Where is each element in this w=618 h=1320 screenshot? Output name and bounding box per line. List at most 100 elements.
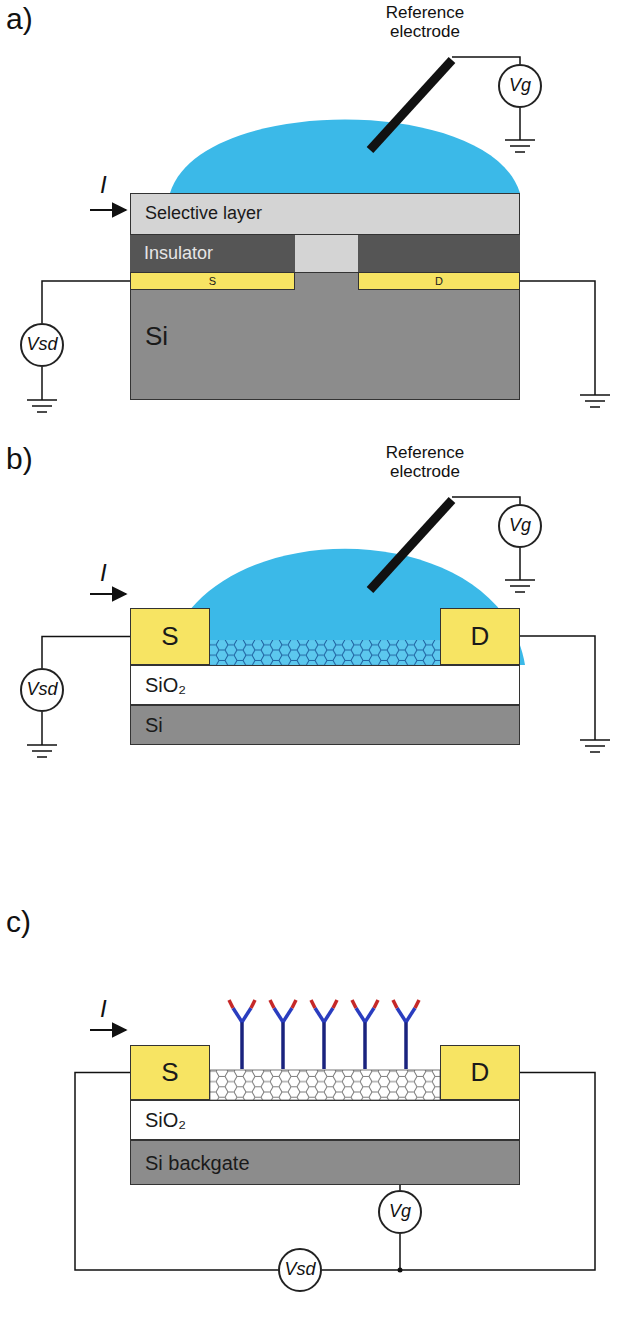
layer-box: SiO₂ — [130, 1100, 520, 1140]
layer-label: S — [161, 1058, 178, 1087]
ground-symbol — [585, 400, 605, 402]
panel-letter: c) — [6, 905, 31, 938]
current-label: I — [100, 172, 124, 198]
antibody — [363, 1022, 367, 1069]
layer-label: S — [161, 622, 178, 651]
ground-symbol — [515, 151, 525, 153]
voltage-label: Vsd — [26, 680, 57, 700]
wire — [520, 636, 595, 740]
voltage-source: Vsd — [278, 1248, 322, 1292]
electrode-label: Reference electrode — [386, 3, 464, 41]
current-label: I — [100, 560, 124, 586]
antibody — [233, 1008, 242, 1022]
reference-electrode — [370, 500, 452, 590]
wire — [519, 548, 521, 580]
ground-symbol — [505, 579, 535, 581]
ground-symbol — [590, 406, 600, 408]
voltage-label: Vg — [509, 76, 531, 96]
ground-symbol — [27, 744, 57, 746]
ground-symbol — [37, 411, 47, 413]
antibody-binding-site — [374, 1000, 378, 1008]
ground-symbol — [580, 739, 610, 741]
electrode-contact: S — [130, 1045, 210, 1100]
current-arrow — [90, 209, 126, 211]
layer-label: SiO₂ — [145, 674, 186, 696]
layer-label: SiO₂ — [145, 1109, 186, 1131]
layer-label: Si — [145, 714, 163, 736]
layer-label: Selective layer — [145, 204, 262, 224]
layer-box: SiO₂ — [130, 665, 520, 705]
antibody — [324, 1008, 333, 1022]
layer-box: Si — [130, 272, 520, 400]
antibody-binding-site — [415, 1000, 419, 1008]
voltage-label: Vg — [509, 516, 531, 536]
antibody-binding-site — [393, 1000, 397, 1008]
ground-symbol — [32, 405, 52, 407]
panel-letter: c) — [6, 905, 66, 938]
current-label: I — [100, 559, 107, 586]
ground-symbol — [580, 394, 610, 396]
ground-symbol — [32, 750, 52, 752]
layer-label: S — [209, 275, 216, 287]
wire — [41, 712, 43, 745]
antibody — [283, 1008, 292, 1022]
electrode-label: Reference electrode — [368, 4, 482, 41]
wire — [452, 57, 520, 64]
antibody — [406, 1008, 415, 1022]
electrode-contact: D — [440, 1045, 520, 1100]
wire — [519, 108, 521, 140]
antibody — [404, 1022, 408, 1069]
antibody-binding-site — [251, 1000, 255, 1008]
antibody — [365, 1008, 374, 1022]
electrolyte-drop — [165, 549, 525, 665]
ground-symbol — [510, 585, 530, 587]
layer-label: D — [471, 1058, 490, 1087]
voltage-source: Vg — [498, 504, 542, 548]
layer-box: Si — [130, 705, 520, 745]
layer-box: Si backgate — [130, 1140, 520, 1185]
antibody-binding-site — [292, 1000, 296, 1008]
antibody-binding-site — [229, 1000, 233, 1008]
electrolyte-drop — [170, 120, 520, 194]
antibody-binding-site — [333, 1000, 337, 1008]
current-label: I — [100, 996, 124, 1022]
ground-symbol — [515, 591, 525, 593]
antibody-binding-site — [270, 1000, 274, 1008]
voltage-label: Vsd — [284, 1260, 315, 1280]
voltage-source: Vg — [378, 1190, 422, 1234]
wire — [452, 497, 520, 504]
panel-letter: a) — [6, 2, 66, 35]
ground-symbol — [27, 399, 57, 401]
antibody — [315, 1008, 324, 1022]
layer-box: Selective layer — [130, 193, 520, 235]
reference-electrode — [370, 60, 452, 150]
panel-letter: b) — [6, 442, 66, 475]
electrode-label: Reference electrode — [368, 444, 482, 481]
circuit-wire — [42, 281, 130, 323]
electrode-label: Reference electrode — [386, 443, 464, 481]
current-arrow — [90, 593, 126, 595]
selective-layer-well — [295, 234, 358, 272]
layer-label: Si — [145, 322, 168, 351]
ground-symbol — [505, 139, 535, 141]
graphene-channel — [210, 1070, 440, 1100]
voltage-source: Vg — [498, 64, 542, 108]
electrode-contact: S — [130, 608, 210, 665]
ground-symbol — [37, 756, 47, 758]
graphene-channel — [210, 640, 440, 665]
layer-label: D — [471, 622, 490, 651]
layer-box: Insulator — [130, 235, 295, 272]
antibody-binding-site — [352, 1000, 356, 1008]
current-arrow — [90, 1029, 126, 1031]
antibody — [356, 1008, 365, 1022]
voltage-source: Vsd — [20, 323, 64, 367]
current-label: I — [100, 995, 107, 1022]
layer-label: Si backgate — [145, 1152, 250, 1174]
antibody — [322, 1022, 326, 1069]
electrode-contact: D — [440, 608, 520, 665]
voltage-label: Vg — [389, 1202, 411, 1222]
panel-letter: b) — [6, 442, 33, 475]
ground-symbol — [585, 745, 605, 747]
antibody-binding-site — [311, 1000, 315, 1008]
